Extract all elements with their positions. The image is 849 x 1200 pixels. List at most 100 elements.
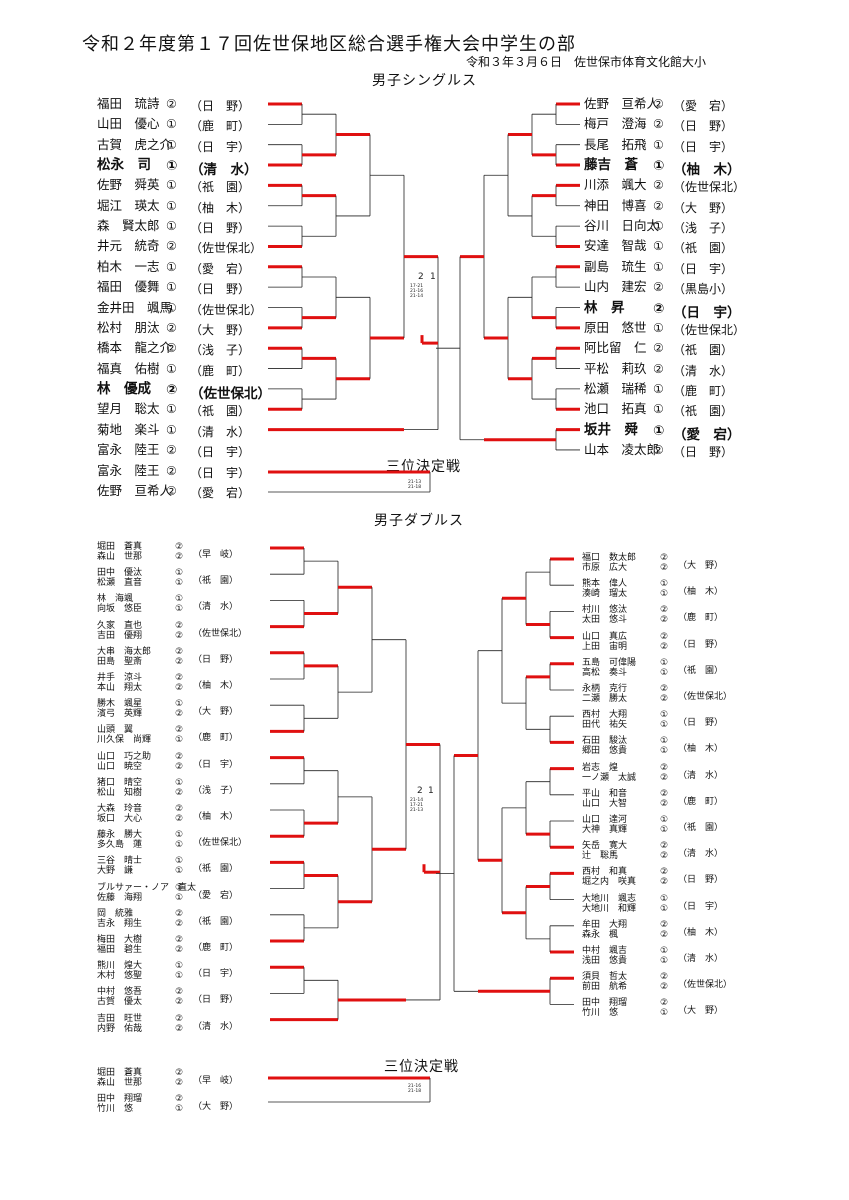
player-school: （鹿 町）	[190, 363, 251, 378]
player-school: （祇 園）	[190, 180, 251, 195]
pair-player-grade: ①	[660, 825, 669, 835]
player-grade: ①	[166, 361, 177, 376]
player-grade: ①	[653, 239, 664, 254]
player-grade: ②	[166, 239, 177, 254]
pair-player-name: 牟田 大翔	[582, 919, 628, 930]
player-school: （佐世保北）	[673, 322, 746, 337]
player-name: 川添 颯大	[584, 177, 647, 193]
pair-player-name: 梅田 大樹	[97, 935, 143, 945]
player-name: 菊地 楽斗	[97, 421, 160, 437]
pair-school: （清 水）	[193, 602, 239, 613]
player-school: （日 野）	[190, 282, 251, 297]
pair-player-name: 矢岳 寛大	[582, 841, 628, 852]
pair-player-grade: ②	[175, 1013, 184, 1024]
pair-player-grade: ②	[660, 798, 669, 809]
third-pair-grade: ②	[175, 1094, 184, 1104]
player-school: （佐世保北）	[190, 302, 263, 317]
pair-player-grade: ②	[175, 935, 184, 945]
player-grade: ②	[166, 381, 178, 398]
pair-school: （清 水）	[678, 770, 724, 781]
third-pair-grade: ②	[175, 1068, 184, 1078]
pair-player-name: 佐藤 海翔	[97, 892, 143, 903]
pair-player-grade: ①	[660, 710, 669, 721]
player-school: （清 水）	[190, 424, 251, 439]
pair-player-name: 大森 玲音	[97, 804, 143, 814]
pair-player-grade: ②	[175, 918, 184, 929]
pair-player-grade: ②	[175, 709, 184, 720]
pair-player-grade: ①	[660, 736, 669, 747]
player-name: 井元 統奇	[97, 238, 160, 254]
pair-school: （祇 園）	[193, 864, 239, 875]
player-school: （日 宇）	[673, 139, 734, 154]
third-player-name: 富永 陸王	[97, 463, 160, 478]
pair-player-grade: ①	[175, 961, 184, 972]
player-name: 平松 莉玖	[584, 360, 647, 376]
pair-player-grade: ②	[175, 987, 184, 998]
pair-player-name: 山頭 翼	[97, 725, 134, 736]
player-grade: ①	[166, 422, 177, 437]
player-grade: ①	[166, 137, 177, 152]
pair-school: （大 野）	[678, 1006, 724, 1017]
pair-player-name: 福田 碧生	[97, 945, 143, 955]
player-grade: ②	[166, 341, 177, 356]
final-result-right: 1	[430, 272, 436, 282]
pair-player-grade: ②	[175, 646, 184, 657]
player-grade: ②	[653, 178, 664, 193]
pair-player-name: 本山 翔太	[97, 683, 143, 693]
pair-player-grade: ②	[660, 772, 669, 783]
player-grade: ①	[166, 402, 177, 417]
player-school: （大 野）	[673, 200, 734, 215]
player-name: 神田 博喜	[584, 197, 647, 213]
pair-player-name: 森永 楓	[582, 929, 619, 940]
pair-school: （大 野）	[678, 561, 724, 571]
pair-player-grade: ②	[175, 908, 184, 919]
pair-player-grade: ②	[175, 630, 184, 641]
pair-player-name: 湊崎 瑠太	[582, 589, 628, 600]
player-school: （佐世保北）	[190, 241, 263, 256]
pair-player-name: 田中 翔瑠	[582, 998, 628, 1009]
player-grade: ②	[166, 97, 177, 111]
pair-player-name: 永柄 克行	[582, 684, 628, 694]
player-grade: ①	[653, 259, 664, 274]
player-school: （日 野）	[190, 99, 251, 113]
player-name: 富永 陸王	[97, 441, 160, 457]
pair-player-name: 岡 統雅	[97, 908, 134, 919]
player-grade: ①	[653, 402, 664, 417]
third-player-name: 佐野 亘希人	[97, 483, 173, 499]
player-grade: ①	[653, 219, 664, 234]
player-school: （浅 子）	[190, 343, 251, 358]
pair-player-name: 久家 直也	[97, 620, 143, 631]
pair-player-grade: ②	[175, 656, 184, 667]
pair-school: （柚 木）	[678, 744, 724, 755]
pair-school: （柚 木）	[193, 812, 239, 822]
pair-school: （日 宇）	[193, 759, 239, 770]
third-pair-player-name: 田中 翔瑠	[97, 1094, 143, 1104]
pair-player-grade: ②	[660, 788, 669, 799]
pair-player-name: 林 海颯	[97, 594, 134, 605]
pair-player-name: 五島 可偉陽	[582, 657, 637, 668]
third-player-grade: ②	[166, 464, 177, 478]
pair-player-name: 高松 奏斗	[582, 667, 628, 678]
pair-player-grade: ②	[660, 563, 669, 573]
pair-player-name: 竹川 悠	[582, 1008, 619, 1019]
player-school: （愛 宕）	[673, 99, 734, 113]
player-name: 林 昇	[584, 299, 625, 316]
player-grade: ①	[166, 158, 178, 175]
doubles-third-place-title: 三位決定戦	[384, 1059, 459, 1075]
pair-player-grade: ②	[175, 620, 184, 631]
pair-player-grade: ①	[175, 840, 184, 851]
pair-player-grade: ②	[660, 972, 669, 983]
player-grade: ②	[653, 300, 665, 317]
player-name: 阿比留 仁	[584, 340, 647, 356]
pair-player-grade: ②	[660, 929, 669, 940]
pair-player-grade: ②	[175, 997, 184, 1008]
player-name: 金井田 颯馬	[97, 299, 173, 315]
pair-player-name: 山口 達河	[582, 815, 628, 825]
player-name: 望月 聡太	[97, 401, 160, 417]
pair-school: （柚 木）	[193, 681, 239, 691]
pair-player-grade: ②	[660, 998, 669, 1009]
pair-player-grade: ①	[175, 735, 184, 746]
pair-player-grade: ①	[660, 956, 669, 966]
third-pair-grade: ①	[175, 1104, 184, 1114]
